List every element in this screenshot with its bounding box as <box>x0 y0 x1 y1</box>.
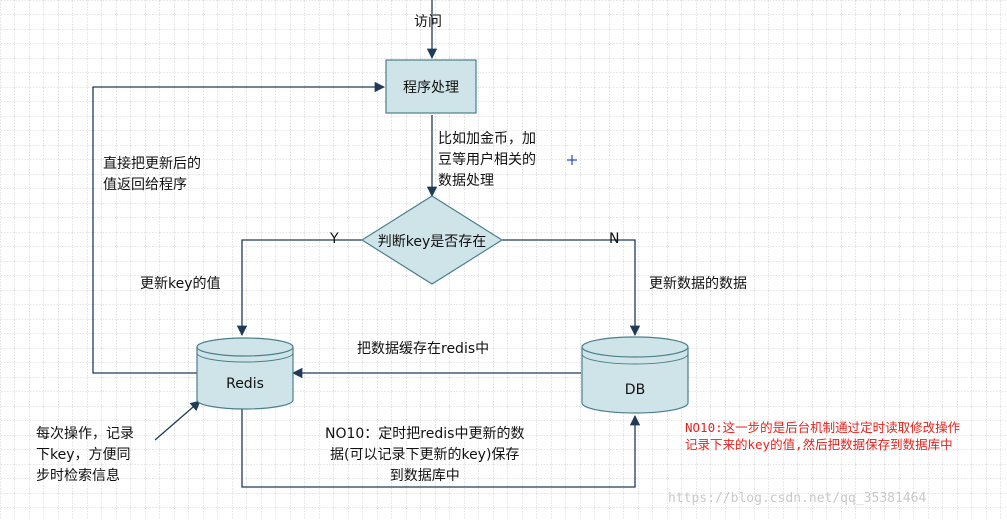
process-box <box>385 59 477 114</box>
timed-save-label: NO10：定时把redis中更新的数 据(可以记录下更新的key)保存 到数据库… <box>325 426 525 484</box>
edge-per-operation-note-to-redis <box>154 400 201 441</box>
db-label: DB <box>624 382 646 398</box>
decision-diamond <box>360 195 504 285</box>
edge-redis-return-to-process <box>92 81 386 374</box>
update-key-value-label: 更新key的值 <box>140 276 221 292</box>
cross-marker-icon <box>567 155 577 165</box>
edge-decision-yes-to-redis <box>236 239 362 337</box>
edge-redis-timed-save-to-db <box>241 407 641 488</box>
per-operation-label: 每次操作，记录 下key，方便同 步时检索信息 <box>36 426 134 484</box>
update-data-label: 更新数据的数据 <box>649 276 747 292</box>
redis-cylinder <box>196 337 294 410</box>
return-to-program-label: 直接把更新后的 值返回给程序 <box>103 156 201 193</box>
background-sync-annotation: NO10:这一步的是后台机制通过定时读取修改操作 记录下来的key的值,然后把数… <box>685 420 961 452</box>
yes-label: Y <box>330 231 339 247</box>
cache-to-redis-label: 把数据缓存在redis中 <box>357 341 490 357</box>
no-label: N <box>609 231 620 247</box>
visit-label: 访问 <box>414 14 442 30</box>
edge-decision-no-to-db <box>502 239 641 337</box>
redis-label: Redis <box>226 376 264 392</box>
watermark-url: https://blog.csdn.net/qq_35381464 <box>668 491 927 506</box>
data-processing-label: 比如加金币，加 豆等用户相关的 数据处理 <box>438 131 536 189</box>
process-label: 程序处理 <box>403 80 459 96</box>
db-cylinder <box>581 336 689 414</box>
decision-label: 判断key是否存在 <box>377 234 487 250</box>
